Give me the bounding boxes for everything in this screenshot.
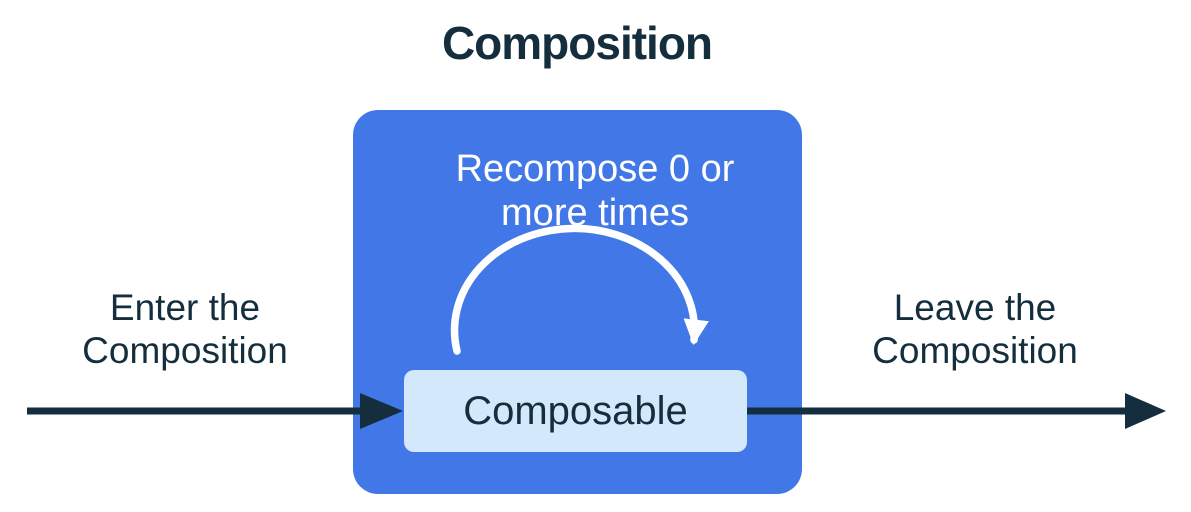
enter-label-line2: Composition <box>82 330 288 371</box>
leave-label-line1: Leave the <box>893 287 1057 328</box>
recompose-label-line1: Recompose 0 or <box>455 148 735 190</box>
composable-box: Composable <box>404 370 747 452</box>
enter-label-line1: Enter the <box>109 287 261 328</box>
leave-label-line2: Composition <box>872 330 1078 371</box>
recompose-label: Recompose 0 or more times <box>430 147 760 235</box>
enter-composition-label: Enter the Composition <box>30 286 340 372</box>
composable-label: Composable <box>463 388 688 433</box>
leave-composition-label: Leave the Composition <box>820 286 1130 372</box>
diagram-title: Composition <box>441 17 713 69</box>
leave-arrow-icon <box>747 393 1166 429</box>
enter-arrow-icon <box>27 393 403 429</box>
recompose-label-line2: more times <box>501 192 689 234</box>
